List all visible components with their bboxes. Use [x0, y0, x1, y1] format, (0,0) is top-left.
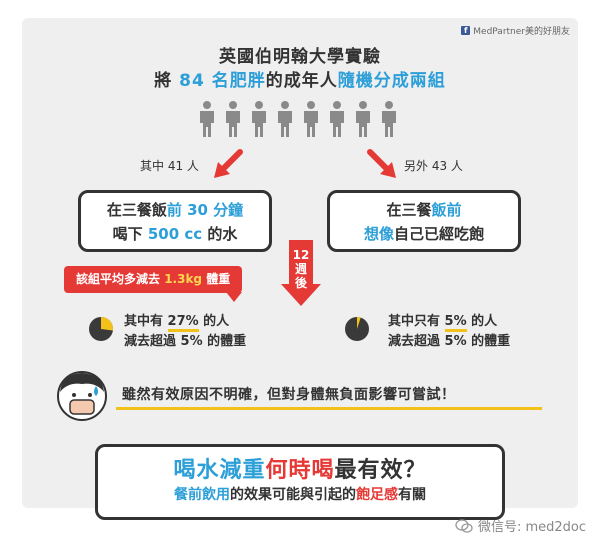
- left-group-label: 其中 41 人: [140, 159, 199, 173]
- facebook-icon: f: [461, 26, 471, 35]
- arrow-down-right-icon: [367, 149, 396, 178]
- title-line-1: 英國伯明翰大學實驗: [219, 47, 381, 67]
- person-icon: [252, 101, 266, 137]
- wechat-icon: [455, 518, 473, 533]
- person-icon: [330, 101, 344, 137]
- weeks-arrow-icon: [281, 240, 321, 306]
- quote-text: 雖然有效原因不明確，但對身體無負面影響可嘗試！: [122, 387, 456, 403]
- right-group-label: 另外 43 人: [404, 159, 463, 173]
- left-pie-chart: [89, 317, 114, 341]
- left-stat: 其中有 27% 的人 減去超過 5% 的體重: [124, 314, 247, 349]
- imagine-group-box: 在三餐飯前 想像自己已經吃飽: [327, 190, 521, 252]
- person-icon: [356, 101, 370, 137]
- quote-underline: [116, 407, 542, 410]
- person-icon: [226, 101, 240, 137]
- pie-slice: [357, 317, 361, 329]
- person-icon: [200, 101, 214, 137]
- person-icon: [382, 101, 396, 137]
- right-pie-chart: [345, 317, 369, 341]
- brand-tag: f MedPartner美的好朋友: [461, 24, 570, 37]
- water-group-box: 在三餐飯前 30 分鐘 喝下 500 cc 的水: [78, 190, 272, 252]
- person-icon: [278, 101, 292, 137]
- result-banner: 該組平均多減去 1.3kg 體重: [64, 266, 243, 293]
- conclusion-box: [95, 444, 505, 520]
- title-line-2: 將 84 名肥胖的成年人隨機分成兩組: [154, 71, 446, 91]
- watermark-text: 微信号: med2doc: [477, 520, 586, 535]
- person-icon: [304, 101, 318, 137]
- watermark: 微信号: med2doc: [455, 516, 586, 535]
- conclusion-title: 喝水減重何時喝最有效？: [173, 458, 427, 483]
- conclusion-subtitle: 餐前飲用的效果可能與引起的飽足感有關: [174, 487, 426, 503]
- brand-text: MedPartner美的好朋友: [473, 27, 570, 37]
- pie-slice: [101, 317, 114, 331]
- banner-tail: [226, 292, 242, 302]
- arrow-down-left-icon: [214, 149, 243, 178]
- right-stat: 其中只有 5% 的人 減去超過 5% 的體重: [388, 314, 511, 349]
- worried-face-icon: [57, 371, 107, 421]
- people-icons: [200, 101, 396, 137]
